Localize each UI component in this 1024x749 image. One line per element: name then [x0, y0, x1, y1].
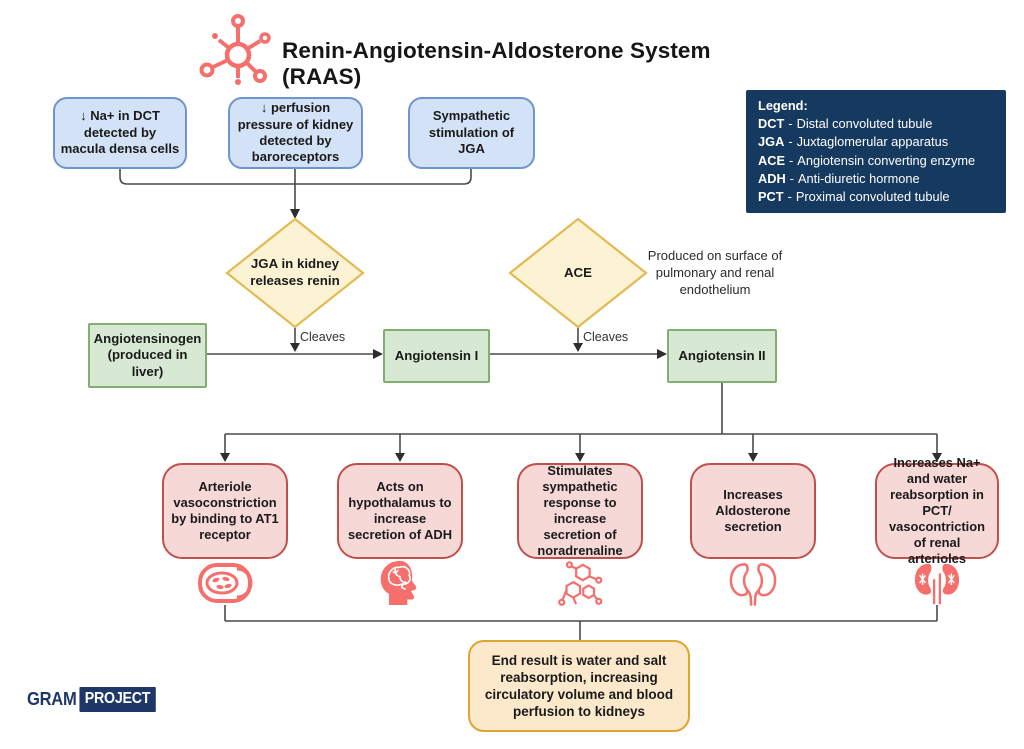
effect-box-adh-secretion: Acts on hypothalamus to increase secreti…	[337, 463, 463, 559]
cleaves-label-right: Cleaves	[583, 330, 629, 344]
legend-item-pct: PCT-Proximal convoluted tubule	[758, 189, 950, 205]
decision-jga-releases-renin: JGA in kidney releases renin	[225, 217, 365, 329]
ace-location-note: Produced on surface of pulmonary and ren…	[647, 248, 783, 297]
page-title: Renin-Angiotensin-Aldosterone System (RA…	[282, 38, 711, 89]
effect-box-aldosterone: Increases Aldosterone secretion	[690, 463, 816, 559]
trigger-box-perfusion-pressure: ↓ perfusion pressure of kidney detected …	[228, 97, 363, 169]
diamond-shape	[508, 217, 648, 329]
substance-box-angiotensin-2: Angiotensin II	[667, 329, 777, 383]
trigger-box-sympathetic-stimulation: Sympathetic stimulation of JGA	[408, 97, 535, 169]
legend-item-adh: ADH-Anti-diuretic hormone	[758, 170, 920, 186]
diamond-shape	[225, 217, 365, 329]
legend-item-dct: DCT-Distal convoluted tubule	[758, 116, 933, 132]
kidneys-outline-icon	[729, 563, 777, 606]
effect-box-arteriole-vasoconstriction: Arteriole vasoconstriction by binding to…	[162, 463, 288, 559]
logo-project-text: PROJECT	[79, 687, 156, 712]
legend-item-ace: ACE-Angiotensin converting enzyme	[758, 152, 976, 168]
trigger-box-na-dct: ↓ Na+ in DCT detected by macula densa ce…	[53, 97, 187, 169]
noradrenaline-molecule-icon	[558, 561, 603, 606]
cleaves-label-left: Cleaves	[300, 330, 346, 344]
legend-title: Legend:	[758, 98, 808, 113]
decision-ace: ACE	[508, 217, 648, 329]
blood-vessel-icon	[198, 563, 253, 603]
gram-project-logo: GRAM PROJECT	[27, 687, 156, 712]
substance-box-angiotensin-1: Angiotensin I	[383, 329, 490, 383]
legend-panel: Legend: DCT-Distal convoluted tubule JGA…	[746, 90, 1006, 213]
logo-gram-text: GRAM	[27, 689, 77, 709]
effect-box-noradrenaline: Stimulates sympathetic response to incre…	[517, 463, 643, 559]
legend-item-jga: JGA-Juxtaglomerular apparatus	[758, 134, 949, 150]
effect-box-na-water-reabsorption: Increases Na+ and water reabsorption in …	[875, 455, 999, 566]
substance-box-angiotensinogen: Angiotensinogen (produced in liver)	[88, 323, 207, 388]
head-brain-icon	[380, 560, 417, 605]
molecule-icon	[199, 14, 271, 85]
end-result-box: End result is water and salt reabsorptio…	[468, 640, 690, 732]
kidneys-filled-icon	[914, 563, 960, 605]
